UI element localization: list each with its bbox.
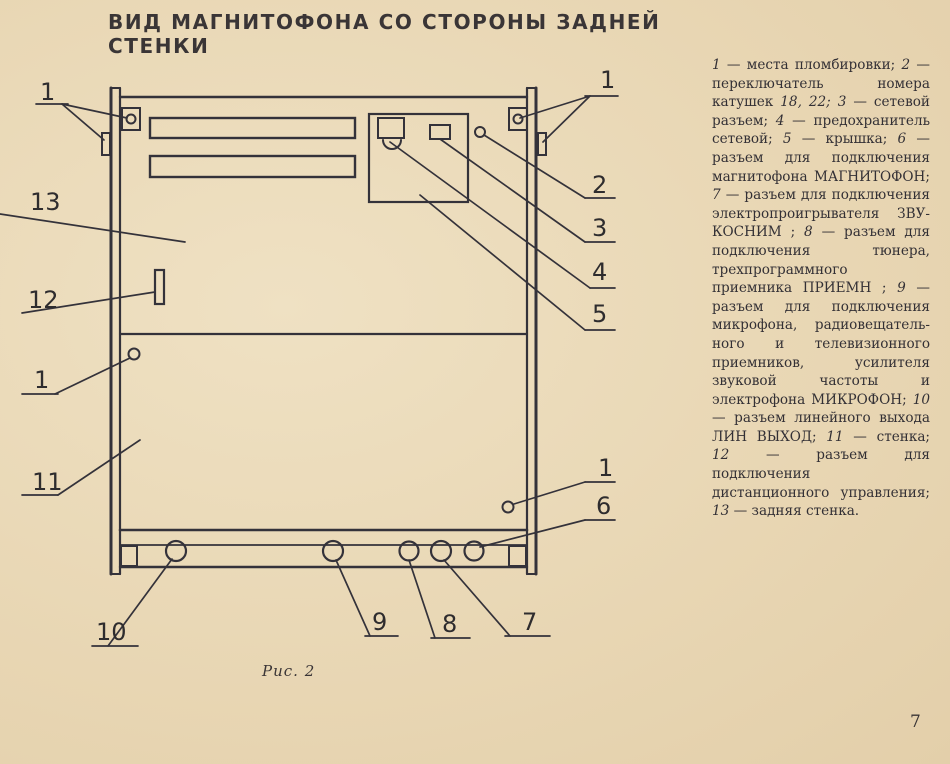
legend-text: — крышка; bbox=[791, 131, 898, 148]
legend-text: — разъем для подключения маг­нитофона МА… bbox=[712, 131, 930, 185]
legend-number: 1 bbox=[712, 57, 721, 73]
seal-top-left bbox=[101, 107, 141, 156]
callout-13: 13 bbox=[30, 188, 61, 216]
legend-number: 11 bbox=[826, 428, 844, 445]
legend-number: 5 bbox=[782, 131, 792, 148]
legend-number: 9 bbox=[897, 280, 906, 297]
legend-number: 6 bbox=[897, 131, 907, 148]
callout-5: 5 bbox=[592, 300, 607, 328]
remote-control-connector bbox=[153, 268, 166, 306]
legend-text: — предох­ранитель сетевой; bbox=[712, 112, 930, 148]
callout-3: 3 bbox=[592, 214, 607, 242]
callout-1-mid-left: 1 bbox=[34, 366, 49, 394]
legend-number: 4 bbox=[775, 112, 785, 129]
callout-1-top-left: 1 bbox=[40, 78, 55, 106]
mains-connector-hole bbox=[474, 126, 486, 138]
seal-hole-right-low bbox=[501, 500, 515, 514]
legend-number: 3 bbox=[837, 94, 847, 111]
legend-text: — переклю­чатель номера катушек bbox=[712, 57, 931, 111]
legend-text: — разъем для подключения микро­фона, рад… bbox=[712, 280, 931, 408]
legend-text: — разъ­ем для подключения тюнера, трехпр… bbox=[712, 224, 930, 297]
legend-text: — разъем для подключения электро­проигры… bbox=[712, 187, 930, 241]
callout-1-right-low: 1 bbox=[598, 454, 613, 482]
foot-right bbox=[508, 545, 527, 567]
seal-hole-mid-left bbox=[127, 347, 141, 361]
callout-6: 6 bbox=[596, 492, 611, 520]
legend-text: — задняя стенка. bbox=[729, 503, 860, 520]
callout-11: 11 bbox=[32, 468, 63, 496]
right-side-rail bbox=[525, 86, 538, 576]
callout-8: 8 bbox=[442, 610, 457, 638]
connector-phono bbox=[429, 539, 453, 563]
legend-number: 8 bbox=[804, 224, 813, 241]
callout-2: 2 bbox=[592, 171, 607, 199]
legend-number: 10 bbox=[912, 391, 930, 408]
page-number: 7 bbox=[910, 712, 921, 732]
legend-number: 18, 22; bbox=[780, 94, 831, 111]
callout-4: 4 bbox=[592, 258, 607, 286]
legend-number: 13 bbox=[712, 503, 730, 520]
legend-number: 12 bbox=[712, 447, 730, 464]
left-side-rail bbox=[109, 86, 122, 576]
callout-9: 9 bbox=[372, 608, 387, 636]
callout-7: 7 bbox=[522, 608, 537, 636]
ventilation-slots bbox=[148, 116, 357, 179]
connector-tape bbox=[463, 540, 485, 562]
legend-text: — места пломби­ровки; bbox=[720, 57, 902, 73]
legend-text: — разъем линейного вы­хода ЛИН ВЫХОД; bbox=[712, 410, 930, 445]
legend-text: — стенка; bbox=[843, 428, 931, 445]
connector-microphone bbox=[321, 539, 345, 563]
rear-panel-diagram: 1 1 2 3 4 5 13 12 1 11 1 6 10 9 8 7 bbox=[0, 66, 619, 647]
legend-text bbox=[831, 94, 838, 110]
connector-line-out bbox=[164, 539, 188, 563]
foot-left bbox=[120, 545, 138, 567]
page-title: ВИД МАГНИТОФОНА СО СТОРОНЫ ЗАДНЕЙ СТЕНКИ bbox=[108, 10, 661, 58]
leader-lines bbox=[0, 95, 619, 647]
legend-text: — разъ­ем для подключения дистанционного… bbox=[712, 447, 930, 501]
seal-top-right bbox=[508, 107, 547, 156]
callout-10: 10 bbox=[96, 618, 127, 646]
figure-legend: 1 — места пломби­ровки; 2 — переклю­чате… bbox=[712, 56, 930, 521]
figure-caption: Рис. 2 bbox=[262, 662, 316, 680]
callout-12: 12 bbox=[28, 286, 59, 314]
legend-number: 7 bbox=[712, 187, 721, 204]
legend-number: 2 bbox=[901, 57, 911, 73]
callout-1-top-right: 1 bbox=[600, 66, 615, 94]
legend-text: — сетевой разъем; bbox=[712, 94, 930, 129]
